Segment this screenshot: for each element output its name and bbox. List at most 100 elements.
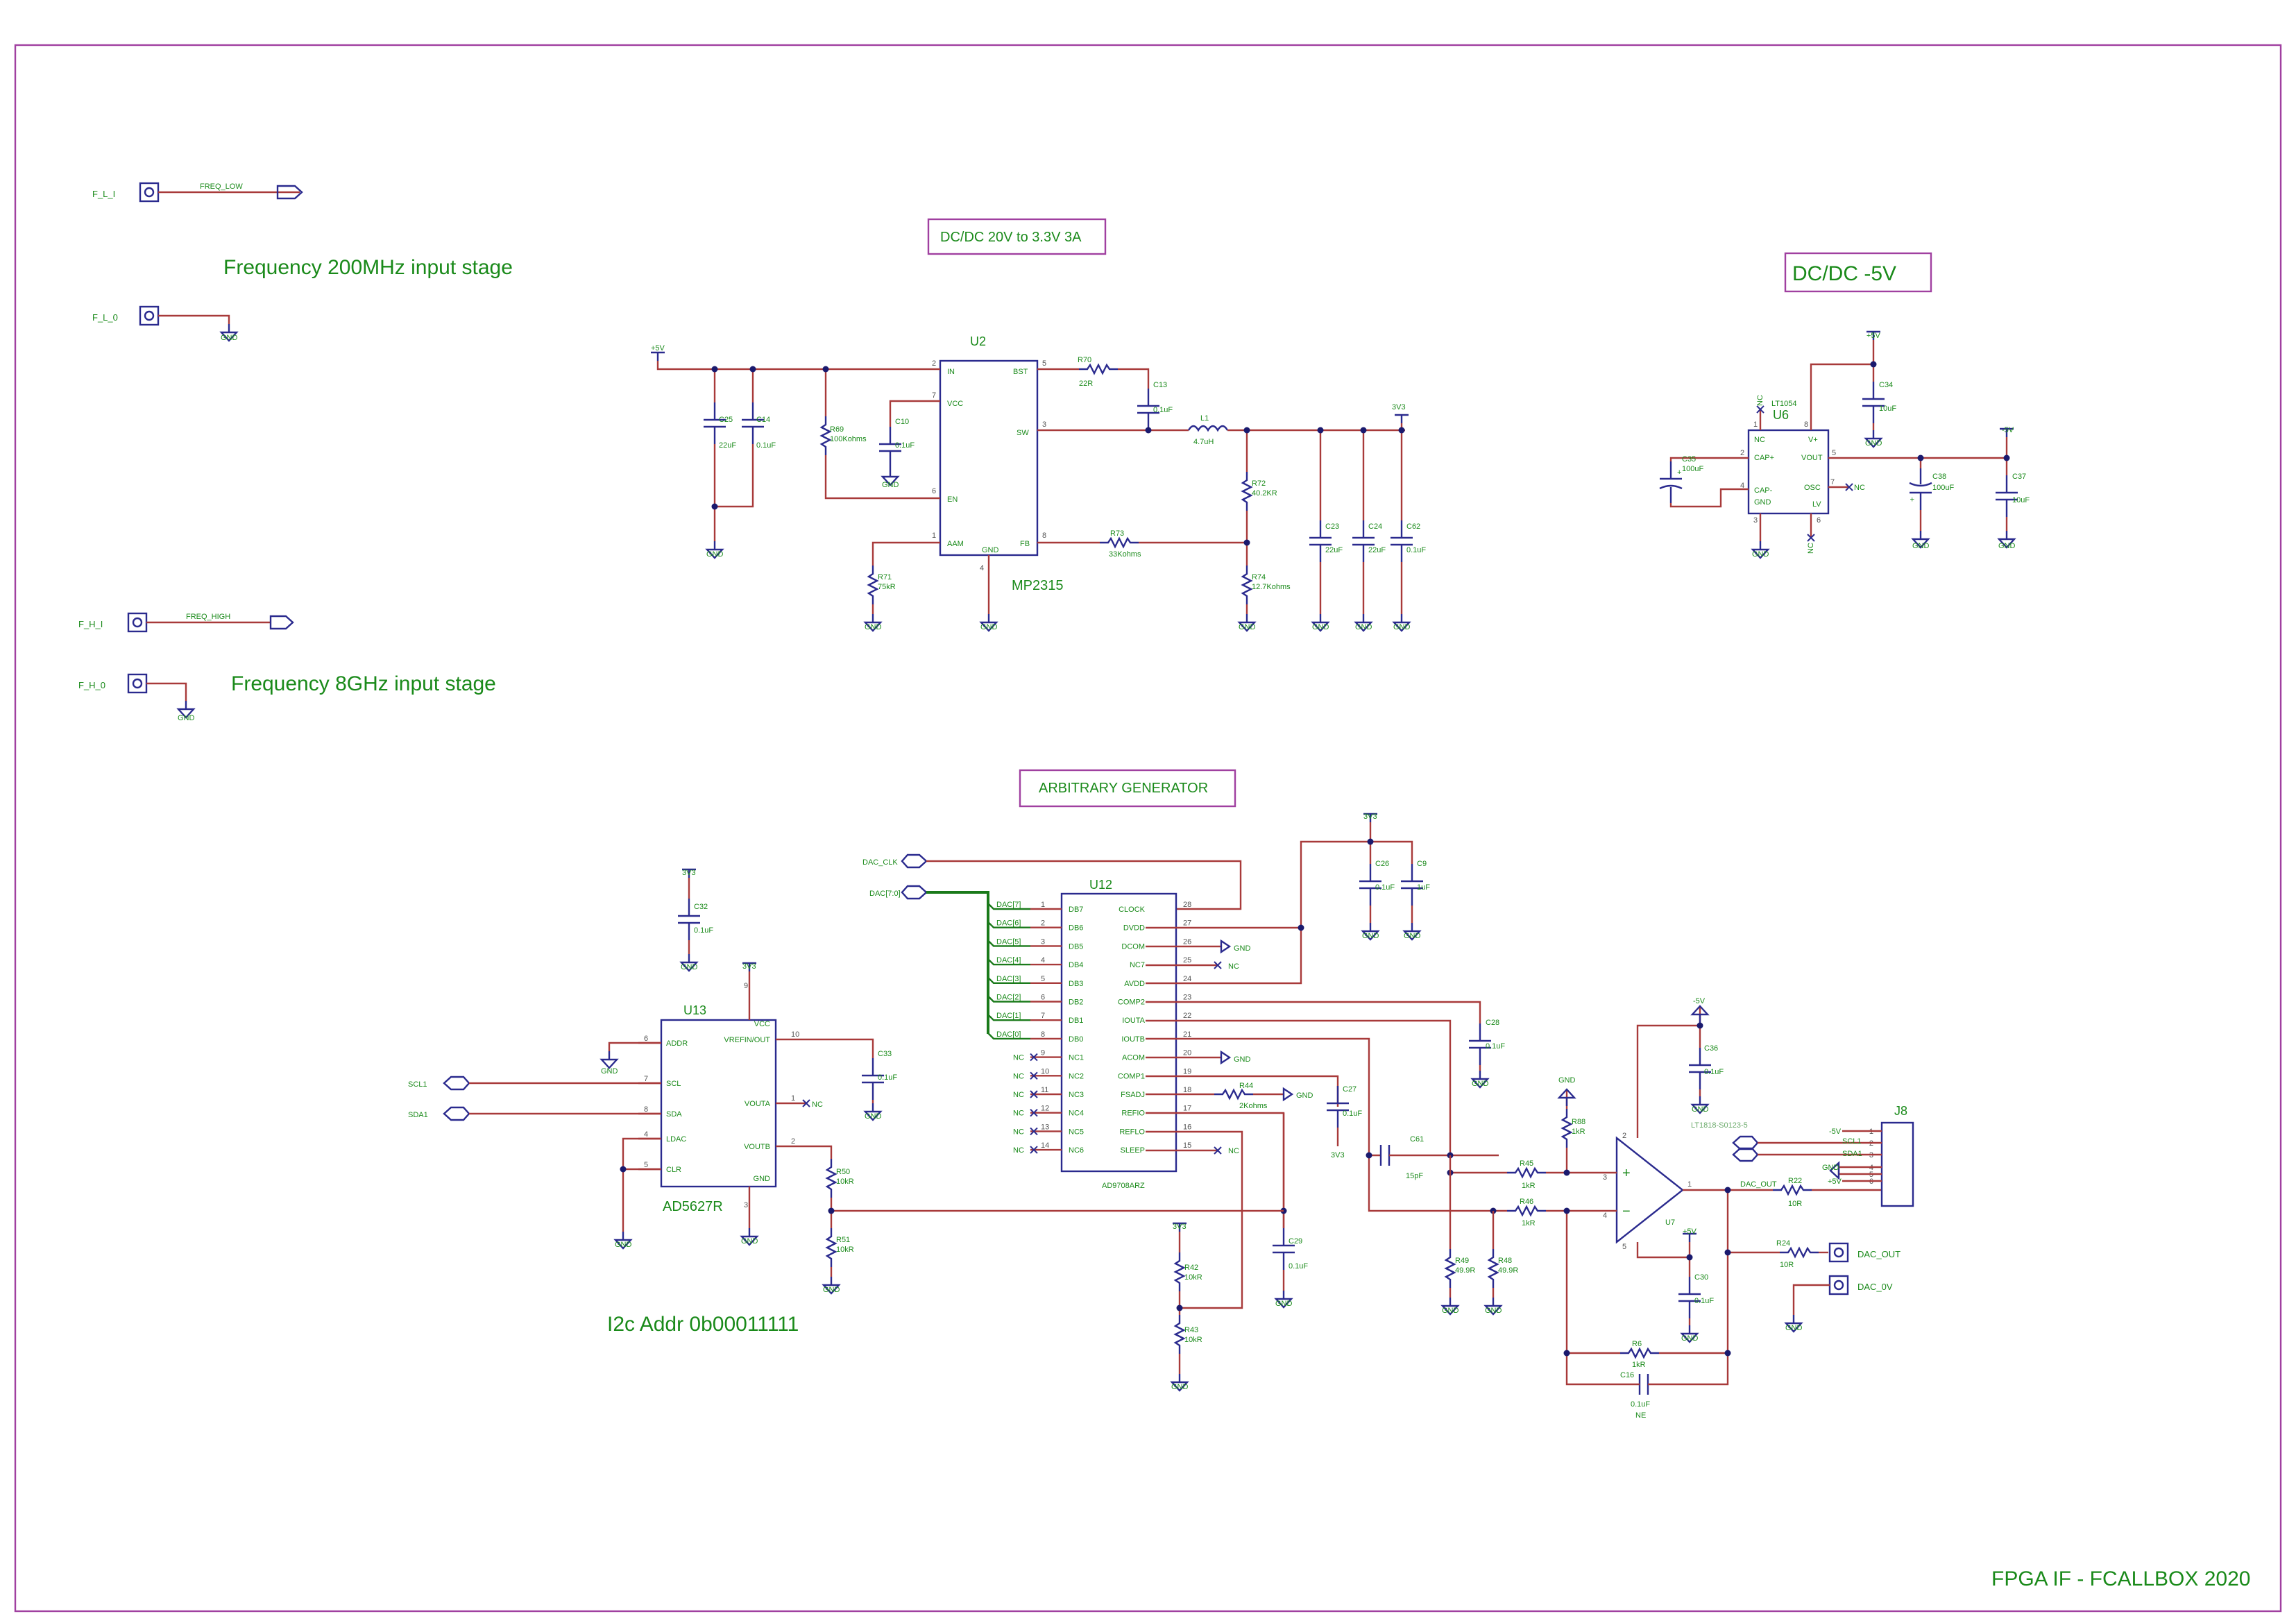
svg-text:C9: C9 <box>1417 860 1427 868</box>
u12-pin-number: 15 <box>1183 1141 1191 1150</box>
port-dac-bus[interactable] <box>901 885 989 1034</box>
svg-text:L1: L1 <box>1200 414 1209 423</box>
svg-text:GND: GND <box>1822 1164 1839 1172</box>
u13-pin-number: 9 <box>744 982 748 990</box>
svg-text:SDA1: SDA1 <box>1842 1150 1862 1158</box>
u12-pin-name: DB0 <box>1069 1035 1083 1044</box>
svg-text:10kR: 10kR <box>836 1178 854 1186</box>
svg-text:R44: R44 <box>1239 1082 1253 1090</box>
svg-text:5: 5 <box>1622 1243 1626 1251</box>
svg-text:-5V: -5V <box>1693 997 1706 1005</box>
svg-text:1kR: 1kR <box>1572 1128 1585 1136</box>
section-title: DC/DC 20V to 3.3V 3A <box>940 230 1082 245</box>
net-label: SCL1 <box>408 1080 427 1089</box>
u2-wiring <box>649 351 1414 632</box>
u13-pin-number: 10 <box>791 1030 799 1039</box>
u12-pin-number: 9 <box>1041 1049 1045 1057</box>
connector-f-l-i[interactable] <box>139 182 303 203</box>
svg-text:4: 4 <box>1603 1212 1607 1220</box>
svg-text:49.9R: 49.9R <box>1498 1266 1518 1275</box>
u12-pin-number: 12 <box>1041 1105 1049 1113</box>
dac-bit-label: DAC[6] <box>996 919 1021 928</box>
u12-pin-number: 23 <box>1183 994 1191 1002</box>
u13-pin-name: VREFIN/OUT <box>724 1036 770 1044</box>
connector-f-h-0[interactable] <box>127 673 195 719</box>
svg-text:GND: GND <box>1472 1080 1489 1088</box>
title-block: FPGA IF - FCALLBOX 2020 <box>1991 1567 2250 1590</box>
u12-pin-name: NC6 <box>1069 1146 1084 1155</box>
svg-text:22uF: 22uF <box>1325 546 1343 554</box>
svg-text:C38: C38 <box>1932 473 1946 481</box>
u13-ad5627r: U13 AD5627R <box>660 1003 777 1214</box>
svg-text:4: 4 <box>980 564 984 572</box>
dac-bit-label: DAC[0] <box>996 1030 1021 1039</box>
port-dac-clk[interactable] <box>901 853 1242 910</box>
svg-text:100uF: 100uF <box>1682 465 1703 473</box>
u13-wiring <box>443 868 1284 1295</box>
svg-text:22uF: 22uF <box>1368 546 1386 554</box>
u6-wiring <box>1658 330 2019 559</box>
svg-text:NC: NC <box>1756 395 1764 406</box>
u12-pin-name: COMP1 <box>1118 1072 1145 1080</box>
svg-text:33Kohms: 33Kohms <box>1109 550 1141 559</box>
connector-f-l-0[interactable] <box>139 305 238 342</box>
svg-text:NC: NC <box>1228 962 1239 971</box>
svg-text:GND: GND <box>865 623 882 631</box>
net-label: FREQ_LOW <box>200 182 243 191</box>
svg-text:NC: NC <box>812 1101 823 1109</box>
svg-text:10kR: 10kR <box>836 1246 854 1254</box>
svg-text:5: 5 <box>1832 449 1836 457</box>
u13-pin-name: LDAC <box>666 1135 686 1144</box>
svg-text:10R: 10R <box>1780 1261 1794 1269</box>
svg-text:GND: GND <box>1171 1383 1189 1391</box>
svg-text:GND: GND <box>601 1067 618 1076</box>
u12-pin-number: 13 <box>1041 1123 1049 1131</box>
svg-text:0.1uF: 0.1uF <box>1289 1262 1308 1271</box>
svg-text:IN: IN <box>947 368 955 376</box>
svg-text:R48: R48 <box>1498 1257 1512 1265</box>
svg-text:C23: C23 <box>1325 522 1339 531</box>
svg-text:1kR: 1kR <box>1522 1219 1536 1227</box>
svg-text:4: 4 <box>1740 482 1744 490</box>
svg-text:CAP+: CAP+ <box>1754 454 1774 462</box>
svg-text:10kR: 10kR <box>1184 1336 1202 1344</box>
svg-text:C27: C27 <box>1343 1085 1357 1094</box>
svg-text:GND: GND <box>1754 498 1771 507</box>
svg-text:-5V: -5V <box>2002 426 2014 434</box>
u6-lt1054: U6 LT1054 NC CAP+ CAP- GND V+ VOUT OSC L… <box>1740 400 1836 525</box>
u12-pin-name: DB4 <box>1069 961 1083 969</box>
svg-text:3V3: 3V3 <box>1363 813 1377 821</box>
svg-text:GND: GND <box>1393 623 1411 631</box>
nc-label: NC <box>1013 1146 1024 1155</box>
svg-text:+: + <box>1622 1166 1631 1181</box>
svg-text:−: − <box>1622 1204 1631 1219</box>
connector-f-h-i[interactable] <box>127 612 294 633</box>
arb-labels: 3V3 C26 0.1uF C9 1uF GND GND GND NC C28 … <box>601 813 1505 1391</box>
svg-text:C35: C35 <box>1682 455 1696 464</box>
nc-label: NC <box>1013 1054 1024 1062</box>
nc-label: NC <box>1013 1128 1024 1136</box>
svg-text:3V3: 3V3 <box>1331 1151 1345 1159</box>
u13-pin-number: 6 <box>644 1035 648 1043</box>
svg-text:U13: U13 <box>683 1003 706 1017</box>
svg-text:R24: R24 <box>1776 1239 1790 1248</box>
u12-pin-number: 26 <box>1183 937 1191 946</box>
svg-text:1kR: 1kR <box>1632 1361 1646 1369</box>
svg-text:1: 1 <box>1687 1180 1692 1189</box>
u13-pin-name: ADDR <box>666 1039 688 1048</box>
svg-text:R74: R74 <box>1252 573 1266 581</box>
u12-pin-number: 24 <box>1183 975 1191 983</box>
svg-text:2: 2 <box>932 359 936 368</box>
svg-text:C10: C10 <box>895 418 909 426</box>
svg-text:GND: GND <box>882 481 899 489</box>
dac-bit-label: DAC[4] <box>996 956 1021 965</box>
svg-text:49.9R: 49.9R <box>1455 1266 1475 1275</box>
svg-text:U12: U12 <box>1089 878 1112 892</box>
u13-pin-name: CLR <box>666 1166 681 1174</box>
u12-pin-number: 19 <box>1183 1067 1191 1076</box>
svg-text:R22: R22 <box>1788 1177 1802 1185</box>
svg-text:8: 8 <box>1042 532 1046 540</box>
u12-wiring <box>1146 813 1499 1309</box>
u12-pin-name: DCOM <box>1121 942 1145 951</box>
